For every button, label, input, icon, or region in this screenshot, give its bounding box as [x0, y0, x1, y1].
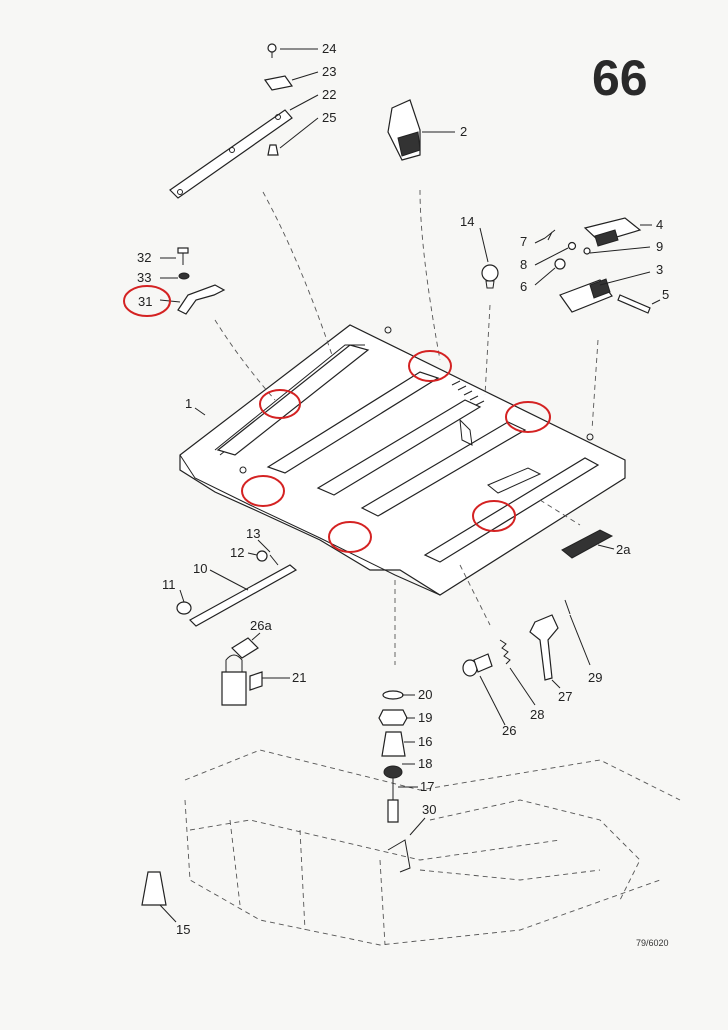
callout-7: 7 — [520, 234, 527, 249]
page-number: 66 — [592, 50, 648, 106]
callout-31: 31 — [138, 294, 152, 309]
drawing-reference: 79/6020 — [636, 938, 669, 948]
pin-7 — [544, 229, 556, 241]
pin-29 — [564, 599, 571, 615]
highlight-slot-d — [241, 475, 285, 507]
callout-13: 13 — [246, 526, 260, 541]
buffer-15 — [141, 871, 167, 906]
callout-6: 6 — [520, 279, 527, 294]
callout-33: 33 — [137, 270, 151, 285]
highlight-slot-b — [408, 350, 452, 382]
pin-25 — [267, 144, 279, 156]
callout-17: 17 — [420, 779, 434, 794]
plunger-26 — [462, 653, 493, 677]
highlight-slot-c — [505, 401, 551, 433]
callout-10: 10 — [193, 561, 207, 576]
callout-4: 4 — [656, 217, 663, 232]
callout-2a: 2a — [616, 542, 631, 557]
pad-2a — [561, 529, 614, 559]
bracket-31 — [177, 284, 226, 315]
callout-16: 16 — [418, 734, 432, 749]
grommet-11 — [176, 601, 192, 615]
rod-10 — [189, 564, 298, 627]
bolt-32 — [177, 247, 189, 265]
callout-19: 19 — [418, 710, 432, 725]
callout-22: 22 — [322, 87, 336, 102]
hinge-4 — [583, 217, 642, 247]
strap-bar-22 — [169, 109, 293, 199]
assembly-dashed-lines — [214, 189, 599, 665]
latch-2 — [387, 99, 421, 161]
pin-5 — [617, 294, 651, 314]
callout-27: 27 — [558, 689, 572, 704]
callout-30: 30 — [422, 802, 436, 817]
callout-2: 2 — [460, 124, 467, 139]
spring-clip-30 — [387, 839, 411, 873]
callout-21: 21 — [292, 670, 306, 685]
callout-11: 11 — [162, 577, 176, 592]
highlight-slot-e — [328, 521, 372, 553]
clip-13 — [269, 554, 279, 566]
callout-20: 20 — [418, 687, 432, 702]
lever-27 — [529, 614, 559, 681]
leader-lines — [159, 48, 661, 923]
bolt-8 — [567, 241, 577, 251]
callout-25: 25 — [322, 110, 336, 125]
callout-1: 1 — [185, 396, 192, 411]
plate-23 — [263, 75, 294, 91]
nut-6 — [554, 258, 566, 270]
bracket-26a — [231, 637, 259, 659]
bolt-24 — [267, 43, 277, 58]
callout-12: 12 — [230, 545, 244, 560]
callout-28: 28 — [530, 707, 544, 722]
callout-32: 32 — [137, 250, 151, 265]
callout-24: 24 — [322, 41, 336, 56]
washer-9 — [583, 247, 591, 255]
highlight-31 — [123, 285, 171, 317]
nut-12 — [256, 550, 268, 562]
callout-8: 8 — [520, 257, 527, 272]
callout-29: 29 — [588, 670, 602, 685]
callout-26: 26 — [502, 723, 516, 738]
callout-14: 14 — [460, 214, 474, 229]
callout-9: 9 — [656, 239, 663, 254]
callout-3: 3 — [656, 262, 663, 277]
mount-stack — [378, 690, 408, 823]
highlight-slot-f — [472, 500, 516, 532]
spring-28 — [499, 639, 511, 665]
padlock-21 — [221, 654, 263, 706]
highlight-slot-a — [259, 389, 301, 419]
callout-18: 18 — [418, 756, 432, 771]
callout-labels: 24 23 22 25 2 14 4 7 8 9 6 3 5 32 33 31 … — [137, 41, 669, 937]
callout-5: 5 — [662, 287, 669, 302]
callout-15: 15 — [176, 922, 190, 937]
callout-26a: 26a — [250, 618, 272, 633]
callout-23: 23 — [322, 64, 336, 79]
knob-14 — [481, 264, 499, 289]
highlight-circles — [123, 285, 551, 553]
vehicle-frame-outline — [184, 749, 681, 946]
nut-33 — [178, 272, 190, 280]
